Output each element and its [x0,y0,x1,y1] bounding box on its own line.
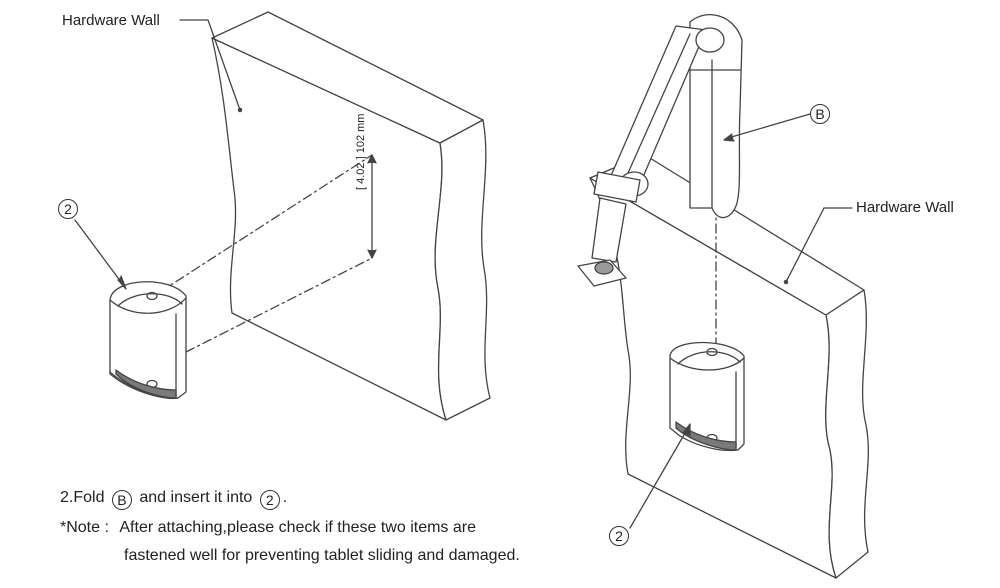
step-callout-b: B [111,490,132,510]
left-callout-2: 2 [58,199,78,219]
step-suffix: . [282,489,288,506]
right-wall-side-face [825,289,869,579]
dimension-mm: 102 mm [355,113,367,154]
alignment-dashed-top [159,154,373,293]
left-wall-leader-diag [207,19,241,111]
step-middle: and insert it into [139,489,253,506]
note-text-1: After attaching,please check if these tw… [119,519,476,536]
left-wall-side-face [434,119,491,421]
right-callout-2: 2 [609,526,629,546]
right-callout-2-leader [629,427,689,529]
alignment-dashed-bottom [185,257,373,353]
left-callout-2-leader [74,219,125,287]
arm-assembly-b [577,14,743,287]
left-wall-panel [211,11,491,421]
note-line-1: *Note : After attaching,please check if … [60,520,476,536]
right-bracket-part-2 [669,341,745,452]
right-hardware-wall-label: Hardware Wall [856,199,954,216]
left-hardware-wall-label: Hardware Wall [62,12,160,29]
dimension-inches: [ 4.02 ] [355,156,367,190]
callout-b-leader [727,113,811,139]
left-bracket-part-2 [109,281,187,400]
instruction-step: 2.Fold B and insert it into 2. [60,490,287,510]
right-wall-leader-diag [785,207,825,283]
step-callout-2: 2 [259,490,280,510]
dimension-label: [ 4.02 ] 102 mm [355,113,367,190]
step-prefix: 2.Fold [60,489,105,506]
note-prefix: *Note : [60,519,109,536]
note-line-2: fastened well for preventing tablet slid… [124,547,520,564]
callout-b: B [810,104,830,124]
